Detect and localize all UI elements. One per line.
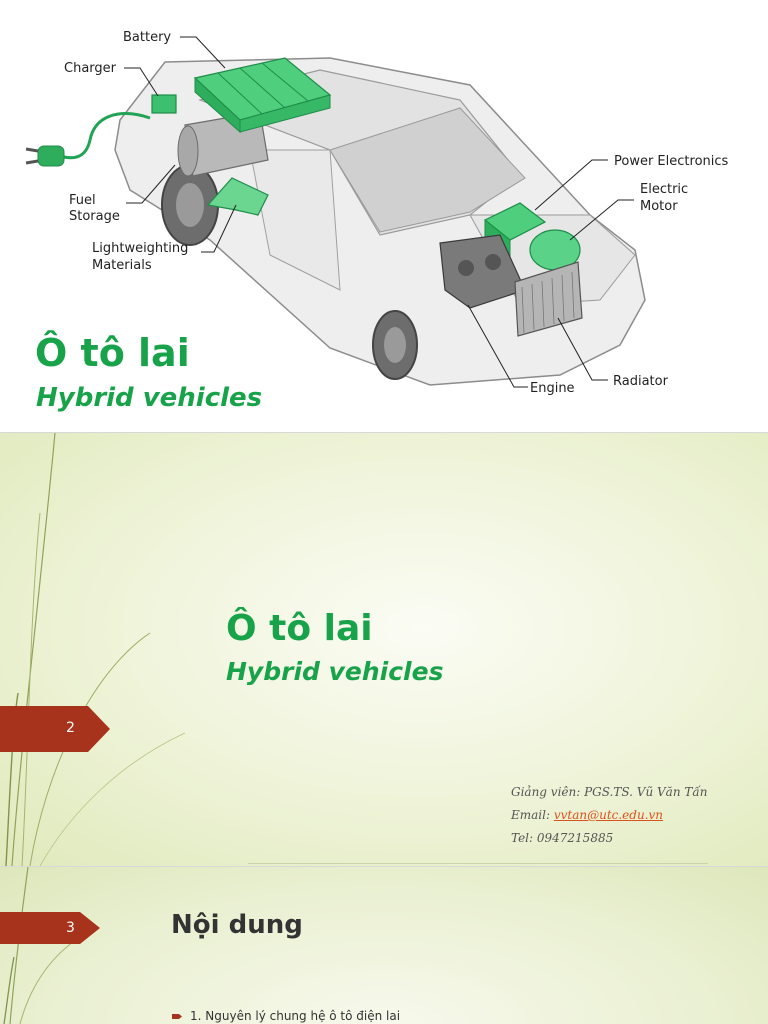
leader-fuel xyxy=(126,164,176,204)
email-line: Email: vvtan@utc.edu.vn xyxy=(511,807,663,823)
battery-pack xyxy=(193,57,332,134)
leader-charger xyxy=(124,67,159,97)
engine-block xyxy=(439,234,526,309)
lightweighting-part xyxy=(206,177,269,216)
label-power-electronics: Power Electronics xyxy=(614,154,729,169)
slide-2: Ô tô lai Hybrid vehicles 2 Giảng viên: P… xyxy=(0,433,768,866)
charging-cable xyxy=(59,112,151,160)
car-door xyxy=(249,149,341,291)
arrow-bullet-icon xyxy=(172,1014,182,1019)
slide2-title: Ô tô lai xyxy=(226,608,373,649)
label-lightweighting-line2: Materials xyxy=(92,258,152,273)
label-charger: Charger xyxy=(64,61,117,76)
decorative-grass-strokes xyxy=(5,433,186,866)
label-electric-motor-line1: Electric xyxy=(640,182,688,197)
charging-plug xyxy=(25,145,65,167)
leader-engine xyxy=(467,304,528,388)
label-fuel-storage-line2: Storage xyxy=(69,209,120,224)
label-battery: Battery xyxy=(123,30,171,45)
page-number: 3 xyxy=(66,920,75,936)
label-electric-motor-line2: Motor xyxy=(640,199,678,214)
slide-divider xyxy=(0,432,768,433)
page-number-tag: 3 xyxy=(0,912,100,944)
leader-lightweight xyxy=(201,204,237,253)
charger-unit xyxy=(151,94,177,114)
slide-1: Battery Charger Fuel Storage Lightweight… xyxy=(0,0,768,432)
label-lightweighting-line1: Lightweighting xyxy=(92,241,188,256)
decorative-grass-strokes xyxy=(3,867,81,1024)
slide2-subtitle: Hybrid vehicles xyxy=(226,657,444,686)
slide1-title: Ô tô lai xyxy=(35,331,190,375)
page-number-tag: 2 xyxy=(0,706,110,752)
hybrid-car-diagram: Battery Charger Fuel Storage Lightweight… xyxy=(25,30,729,396)
slide-3: 3 Nội dung 1. Nguyên lý chung hệ ô tô đi… xyxy=(0,867,768,1024)
leader-motor xyxy=(569,199,634,241)
page-number: 2 xyxy=(66,720,75,736)
footer-rule xyxy=(248,863,708,864)
slide-divider xyxy=(0,866,768,867)
slide1-subtitle: Hybrid vehicles xyxy=(36,383,263,413)
label-engine: Engine xyxy=(530,381,575,396)
radiator xyxy=(514,261,583,337)
leader-radiator xyxy=(557,317,608,381)
phone-line: Tel: 0947215885 xyxy=(511,831,614,845)
leader-battery xyxy=(180,36,226,69)
list-item-text: 1. Nguyên lý chung hệ ô tô điện lai xyxy=(190,1009,401,1023)
email-link[interactable]: vvtan@utc.edu.vn xyxy=(553,808,664,822)
slide3-title: Nội dung xyxy=(171,910,303,940)
car-windshield xyxy=(329,107,526,233)
label-fuel-storage-line1: Fuel xyxy=(69,193,96,208)
leader-power-electronics xyxy=(534,159,608,211)
lecturer-info: Giảng viên: PGS.TS. Vũ Văn Tấn xyxy=(511,785,708,799)
list-item: 1. Nguyên lý chung hệ ô tô điện lai xyxy=(172,1009,400,1023)
email-label: Email: xyxy=(511,808,554,822)
label-radiator: Radiator xyxy=(613,374,669,389)
